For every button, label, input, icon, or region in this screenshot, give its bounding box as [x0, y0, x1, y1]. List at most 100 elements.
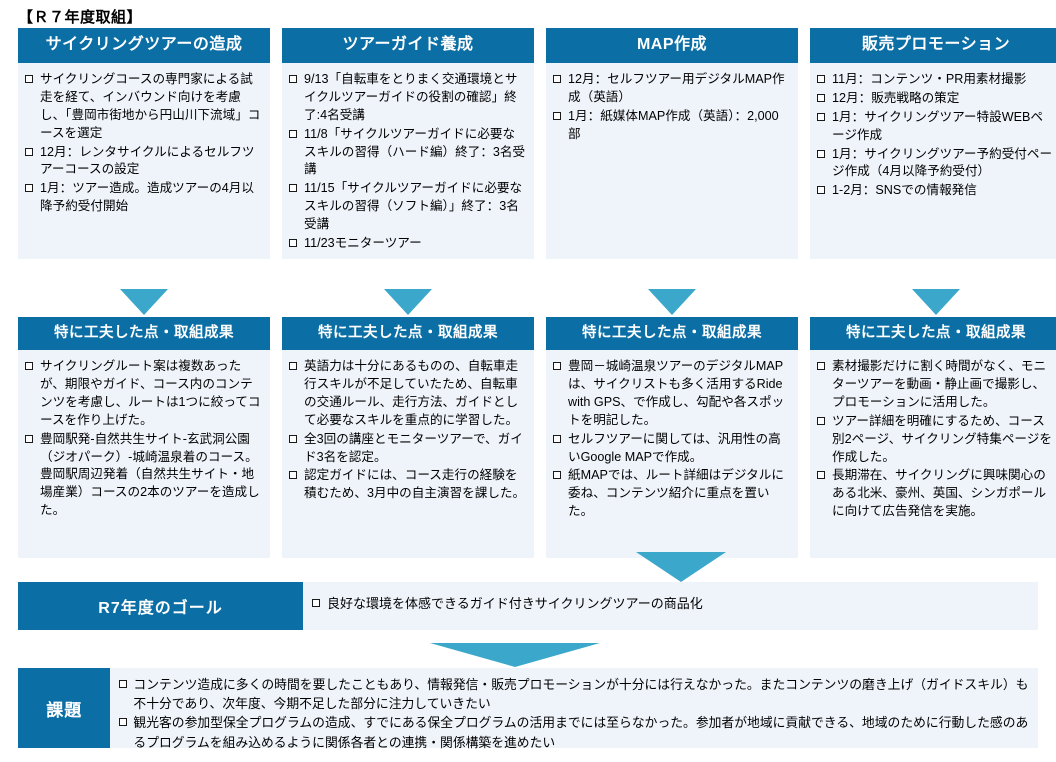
list-item: サイクリングルート案は複数あったが、期限やガイド、コース内のコンテンツを考慮し、… [24, 358, 262, 430]
list-item: 1-2月：SNSでの情報発信 [816, 182, 1054, 200]
square-bullet-icon [289, 362, 297, 371]
bullet-list: 英語力は十分にあるものの、自転車走行スキルが不足していたため、自転車の交通ルール… [288, 358, 526, 503]
card-body: 素材撮影だけに割く時間がなく、モニターツアーを動画・静止画で撮影し、プロモーショ… [810, 350, 1056, 559]
bullet-list: サイクリングルート案は複数あったが、期限やガイド、コース内のコンテンツを考慮し、… [24, 358, 262, 520]
square-bullet-icon [289, 238, 297, 247]
list-item-text: サイクリングコースの専門家による試走を経て、インバウンド向けを考慮し、「豊岡市街… [40, 72, 261, 140]
square-bullet-icon [553, 434, 561, 443]
bullet-list: 良好な環境を体感できるガイド付きサイクリングツアーの商品化 [311, 595, 1028, 614]
square-bullet-icon [553, 75, 561, 83]
card-outcomes-map: 特に工夫した点・取組成果 豊岡－城崎温泉ツアーのデジタルMAPは、サイクリストも… [546, 317, 798, 559]
card-map-creation: MAP作成 12月：セルフツアー用デジタルMAP作成（英語） 1月：紙媒体MAP… [546, 28, 798, 259]
list-item-text: サイクリングルート案は複数あったが、期限やガイド、コース内のコンテンツを考慮し、… [40, 359, 261, 427]
list-item: 素材撮影だけに割く時間がなく、モニターツアーを動画・静止画で撮影し、プロモーショ… [816, 358, 1054, 412]
square-bullet-icon [25, 434, 33, 443]
card-header: MAP作成 [546, 28, 798, 63]
issues-strip: 課題 コンテンツ造成に多くの時間を要したこともあり、情報発信・販売プロモーション… [18, 668, 1038, 751]
goal-body: 良好な環境を体感できるガイド付きサイクリングツアーの商品化 [303, 582, 1038, 630]
list-item-text: 12月：セルフツアー用デジタルMAP作成（英語） [568, 72, 785, 104]
list-item-text: 11月：コンテンツ・PR用素材撮影 [832, 72, 1027, 86]
card-header: 販売プロモーション [810, 28, 1056, 63]
list-item: 11/8「サイクルツアーガイドに必要なスキルの習得（ハード編）終了：3名受講 [288, 126, 526, 180]
list-item: 認定ガイドには、コース走行の経験を積むため、3月中の自主演習を課した。 [288, 467, 526, 503]
list-item: 12月：レンタサイクルによるセルフツアーコースの設定 [24, 144, 262, 180]
card-header: 特に工夫した点・取組成果 [282, 317, 534, 351]
list-item-text: 1-2月：SNSでの情報発信 [832, 183, 977, 198]
bullet-list: 11月：コンテンツ・PR用素材撮影 12月：販売戦略の策定 1月：サイクリングツ… [816, 71, 1054, 200]
square-bullet-icon [25, 362, 33, 371]
list-item-text: セルフツアーに関しては、汎用性の高いGoogle MAPで作成。 [568, 431, 781, 464]
list-item-text: 長期滞在、サイクリングに興味関心のある北米、豪州、英国、シンガポールに向けて広告… [832, 468, 1047, 519]
list-item-text: 11/8「サイクルツアーガイドに必要なスキルの習得（ハード編）終了：3名受講 [304, 126, 526, 177]
list-item-text: 認定ガイドには、コース走行の経験を積むため、3月中の自主演習を課した。 [304, 468, 526, 501]
list-item-text: 豊岡－城崎温泉ツアーのデジタルMAPは、サイクリストも多く活用するRide wi… [568, 359, 785, 427]
square-bullet-icon [817, 75, 825, 83]
list-item: 1月：ツアー造成。造成ツアーの4月以降予約受付開始 [24, 180, 262, 216]
bullet-list: 12月：セルフツアー用デジタルMAP作成（英語） 1月：紙媒体MAP作成（英語）… [552, 71, 790, 144]
card-cycling-tour-creation: サイクリングツアーの造成 サイクリングコースの専門家による試走を経て、インバウン… [18, 28, 270, 259]
card-body: 9/13「自転車をとりまく交通環境とサイクルツアーガイドの役割の確認」終了:4名… [282, 63, 534, 259]
card-body: 12月：セルフツアー用デジタルMAP作成（英語） 1月：紙媒体MAP作成（英語）… [546, 63, 798, 259]
list-item: 1月：サイクリングツアー予約受付ページ作成（4月以降予約受付） [816, 146, 1054, 182]
square-bullet-icon [289, 129, 297, 138]
bullet-list: 豊岡－城崎温泉ツアーのデジタルMAPは、サイクリストも多く活用するRide wi… [552, 358, 790, 521]
bullet-list: サイクリングコースの専門家による試走を経て、インバウンド向けを考慮し、「豊岡市街… [24, 71, 262, 216]
list-item: 観光客の参加型保全プログラムの造成、すでにある保全プログラムの活用までには至らな… [118, 713, 1030, 751]
list-item-text: コンテンツ造成に多くの時間を要したこともあり、情報発信・販売プロモーションが十分… [133, 677, 1029, 712]
list-item-text: 12月：販売戦略の策定 [832, 90, 960, 105]
list-item: サイクリングコースの専門家による試走を経て、インバウンド向けを考慮し、「豊岡市街… [24, 71, 262, 143]
list-item: 良好な環境を体感できるガイド付きサイクリングツアーの商品化 [311, 595, 1028, 614]
list-item: 11/15「サイクルツアーガイドに必要なスキルの習得（ソフト編）」終了：3名受講 [288, 180, 526, 234]
list-item-text: 素材撮影だけに割く時間がなく、モニターツアーを動画・静止画で撮影し、プロモーショ… [832, 359, 1047, 409]
square-bullet-icon [817, 149, 825, 158]
list-item-text: 紙MAPでは、ルート詳細はデジタルに委ね、コンテンツ紹介に重点を置いた。 [568, 468, 784, 519]
list-item-text: 英語力は十分にあるものの、自転車走行スキルが不足していたため、自転車の交通ルール… [304, 359, 519, 427]
list-item: 9/13「自転車をとりまく交通環境とサイクルツアーガイドの役割の確認」終了:4名… [288, 71, 526, 125]
issues-body: コンテンツ造成に多くの時間を要したこともあり、情報発信・販売プロモーションが十分… [110, 668, 1038, 751]
down-arrow-icon-2 [384, 289, 432, 315]
list-item: 12月：販売戦略の策定 [816, 90, 1054, 108]
list-item-text: 11/15「サイクルツアーガイドに必要なスキルの習得（ソフト編）」終了：3名受講 [304, 181, 523, 231]
square-bullet-icon [25, 147, 33, 156]
card-header: 特に工夫した点・取組成果 [810, 317, 1056, 351]
list-item-text: ツアー詳細を明確にするため、コース別2ページ、サイクリング特集ページを作成した。 [832, 413, 1052, 464]
card-header: 特に工夫した点・取組成果 [18, 317, 270, 351]
square-bullet-icon [119, 680, 128, 688]
list-item-text: 1月：ツアー造成。造成ツアーの4月以降予約受付開始 [40, 181, 254, 214]
card-header: ツアーガイド養成 [282, 28, 534, 63]
square-bullet-icon [553, 111, 561, 120]
down-arrow-icon-goal [636, 552, 726, 582]
list-item: コンテンツ造成に多くの時間を要したこともあり、情報発信・販売プロモーションが十分… [118, 675, 1030, 713]
down-arrow-icon-3 [648, 289, 696, 315]
square-bullet-icon [289, 434, 297, 443]
list-item: 12月：セルフツアー用デジタルMAP作成（英語） [552, 71, 790, 107]
issues-label: 課題 [18, 668, 111, 748]
square-bullet-icon [289, 75, 297, 83]
card-outcomes-guide-training: 特に工夫した点・取組成果 英語力は十分にあるものの、自転車走行スキルが不足してい… [282, 317, 534, 559]
card-sales-promotion: 販売プロモーション 11月：コンテンツ・PR用素材撮影 12月：販売戦略の策定 … [810, 28, 1056, 259]
goal-strip: R7年度のゴール 良好な環境を体感できるガイド付きサイクリングツアーの商品化 [18, 582, 1038, 630]
list-item: 1月：紙媒体MAP作成（英語）：2,000部 [552, 108, 790, 144]
square-bullet-icon [289, 471, 297, 480]
list-item-text: 11/23モニターツアー [304, 235, 422, 250]
card-body: サイクリングコースの専門家による試走を経て、インバウンド向けを考慮し、「豊岡市街… [18, 63, 270, 259]
card-header: サイクリングツアーの造成 [18, 28, 270, 63]
card-tour-guide-training: ツアーガイド養成 9/13「自転車をとりまく交通環境とサイクルツアーガイドの役割… [282, 28, 534, 259]
list-item: 1月：サイクリングツアー特設WEBページ作成 [816, 109, 1054, 145]
down-arrow-icon-issues [430, 643, 600, 667]
square-bullet-icon [817, 471, 825, 480]
goal-label: R7年度のゴール [18, 582, 303, 630]
square-bullet-icon [553, 362, 561, 371]
list-item: 紙MAPでは、ルート詳細はデジタルに委ね、コンテンツ紹介に重点を置いた。 [552, 467, 790, 521]
list-item: セルフツアーに関しては、汎用性の高いGoogle MAPで作成。 [552, 431, 790, 467]
down-arrow-icon-1 [120, 289, 168, 315]
square-bullet-icon [817, 416, 825, 425]
card-body: 11月：コンテンツ・PR用素材撮影 12月：販売戦略の策定 1月：サイクリングツ… [810, 63, 1056, 259]
square-bullet-icon [817, 186, 825, 195]
list-item: 英語力は十分にあるものの、自転車走行スキルが不足していたため、自転車の交通ルール… [288, 358, 526, 430]
bullet-list: 素材撮影だけに割く時間がなく、モニターツアーを動画・静止画で撮影し、プロモーショ… [816, 358, 1054, 521]
list-item: 11/23モニターツアー [288, 235, 526, 253]
list-item: 全3回の講座とモニターツアーで、ガイド3名を認定。 [288, 431, 526, 467]
bullet-list: 9/13「自転車をとりまく交通環境とサイクルツアーガイドの役割の確認」終了:4名… [288, 71, 526, 253]
